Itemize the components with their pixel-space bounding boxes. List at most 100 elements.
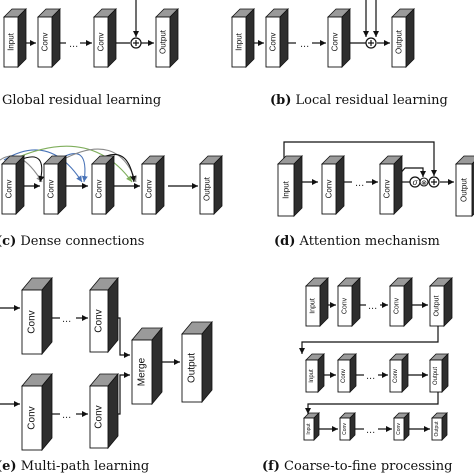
block-front-face (181, 333, 203, 403)
block-front-face (43, 163, 59, 215)
block-front-face (305, 359, 319, 393)
panel-b-dots: ... (300, 38, 309, 50)
block-label: Conv (97, 33, 106, 52)
block-front-face (327, 16, 343, 68)
block-front-face (431, 417, 443, 441)
panel-d-caption: (d) Attention mechanism (274, 234, 440, 249)
panel-e-block-conv-top-1: Conv (21, 276, 53, 356)
block-label: Conv (331, 33, 340, 52)
svg-text:σ: σ (413, 178, 419, 187)
block-front-face (455, 163, 473, 217)
panel-a-block-input: Input (3, 8, 27, 68)
panel-f-dots-row2: ... (366, 370, 375, 382)
block-side-face (335, 155, 345, 215)
block-label: Conv (325, 180, 334, 199)
panel-e: ... ... Conv Conv Conv Conv Merge Output… (0, 276, 213, 474)
panel-f-row2-conv-2: Conv (389, 353, 409, 393)
block-label: Conv (342, 297, 349, 314)
block-side-face (51, 8, 61, 68)
block-side-face (105, 155, 115, 215)
panel-c-caption: (c) Dense connections (0, 234, 144, 249)
panel-b-caption: (b) Local residual learning (270, 93, 448, 108)
block-side-face (107, 8, 117, 68)
block-side-face (169, 8, 179, 68)
panel-e-block-output: Output (181, 320, 213, 404)
panel-a: ... Input Conv Conv Output Global residu… (2, 0, 179, 108)
panel-f-caption: (f) Coarse-to-fine processing (262, 459, 452, 474)
panel-b-block-output: Output (391, 8, 415, 68)
block-label: Conv (341, 369, 347, 383)
panel-f-row2-conv-1: Conv (337, 353, 357, 393)
block-label: Conv (396, 423, 402, 435)
block-label: Input (309, 369, 315, 383)
block-label: Conv (5, 180, 14, 199)
block-front-face (393, 417, 405, 441)
block-label: Conv (27, 406, 38, 429)
block-side-face (57, 155, 67, 215)
block-label: Conv (41, 33, 50, 52)
block-side-face (155, 155, 165, 215)
block-side-face (17, 8, 27, 68)
panel-c: Conv Conv Conv Conv Output (c) Dense con… (0, 145, 223, 249)
panel-e-dots-bottom: ... (62, 409, 71, 421)
panel-b-add-operator (365, 37, 377, 49)
panel-a-dots: ... (69, 38, 78, 50)
panel-b: ... Input Conv Conv Output (b) Local res… (231, 0, 448, 108)
block-front-face (131, 339, 153, 405)
panel-f-row2-output: Output (429, 353, 449, 393)
block-label: Conv (394, 297, 401, 314)
panel-e-caption: (e) Multi-path learning (0, 459, 149, 474)
block-label: Conv (95, 180, 104, 199)
block-side-face (201, 320, 213, 404)
block-label: Output (187, 353, 198, 383)
block-side-face (443, 277, 453, 327)
panel-f-row3-output: Output (431, 412, 448, 441)
block-label: Input (235, 32, 244, 51)
panel-a-block-conv-1: Conv (37, 8, 61, 68)
block-side-face (317, 353, 325, 393)
block-front-face (231, 16, 247, 68)
block-front-face (21, 289, 43, 355)
panel-f-row1-conv-2: Conv (389, 277, 413, 327)
panel-a-block-conv-2: Conv (93, 8, 117, 68)
block-label: Input (306, 423, 312, 435)
block-front-face (199, 163, 215, 215)
block-front-face (91, 163, 107, 215)
block-side-face (279, 8, 289, 68)
panel-d: ... σ ⊗ Input Conv Conv Output (d) Atten… (274, 141, 474, 249)
block-label: Output (395, 29, 404, 54)
panel-d-dots: ... (355, 177, 364, 189)
block-label: Output (433, 367, 439, 385)
block-side-face (293, 155, 303, 217)
block-label: Conv (393, 369, 399, 383)
panel-d-multiply-operator: ⊗ (419, 177, 429, 187)
panel-d-block-conv-1: Conv (321, 155, 345, 215)
block-label: Output (159, 29, 168, 54)
block-side-face (41, 372, 53, 452)
block-label: Conv (269, 33, 278, 52)
block-front-face (429, 359, 443, 393)
block-front-face (389, 285, 405, 327)
panel-e-block-conv-bottom-2: Conv (89, 372, 119, 450)
block-label: Output (460, 177, 469, 202)
panel-d-block-conv-2: Conv (379, 155, 403, 215)
block-side-face (403, 277, 413, 327)
block-side-face (405, 8, 415, 68)
block-label: Conv (94, 309, 105, 332)
panel-a-caption: Global residual learning (2, 93, 161, 108)
block-side-face (441, 353, 449, 393)
block-side-face (401, 353, 409, 393)
block-label: Output (434, 421, 440, 437)
block-top-face (455, 155, 474, 165)
panel-f-row3-conv-1: Conv (339, 412, 356, 441)
block-front-face (155, 16, 171, 68)
panel-d-sigmoid-operator: σ (409, 176, 421, 188)
panel-b-block-conv-1: Conv (265, 8, 289, 68)
panel-f: ... ... ... Input Conv Conv Output Input… (262, 277, 453, 474)
panel-d-block-output: Output (455, 155, 474, 217)
block-side-face (213, 155, 223, 215)
block-side-face (403, 412, 410, 441)
block-front-face (391, 16, 407, 68)
panel-f-dots-row3: ... (366, 424, 375, 436)
panel-d-add-operator (428, 176, 440, 188)
